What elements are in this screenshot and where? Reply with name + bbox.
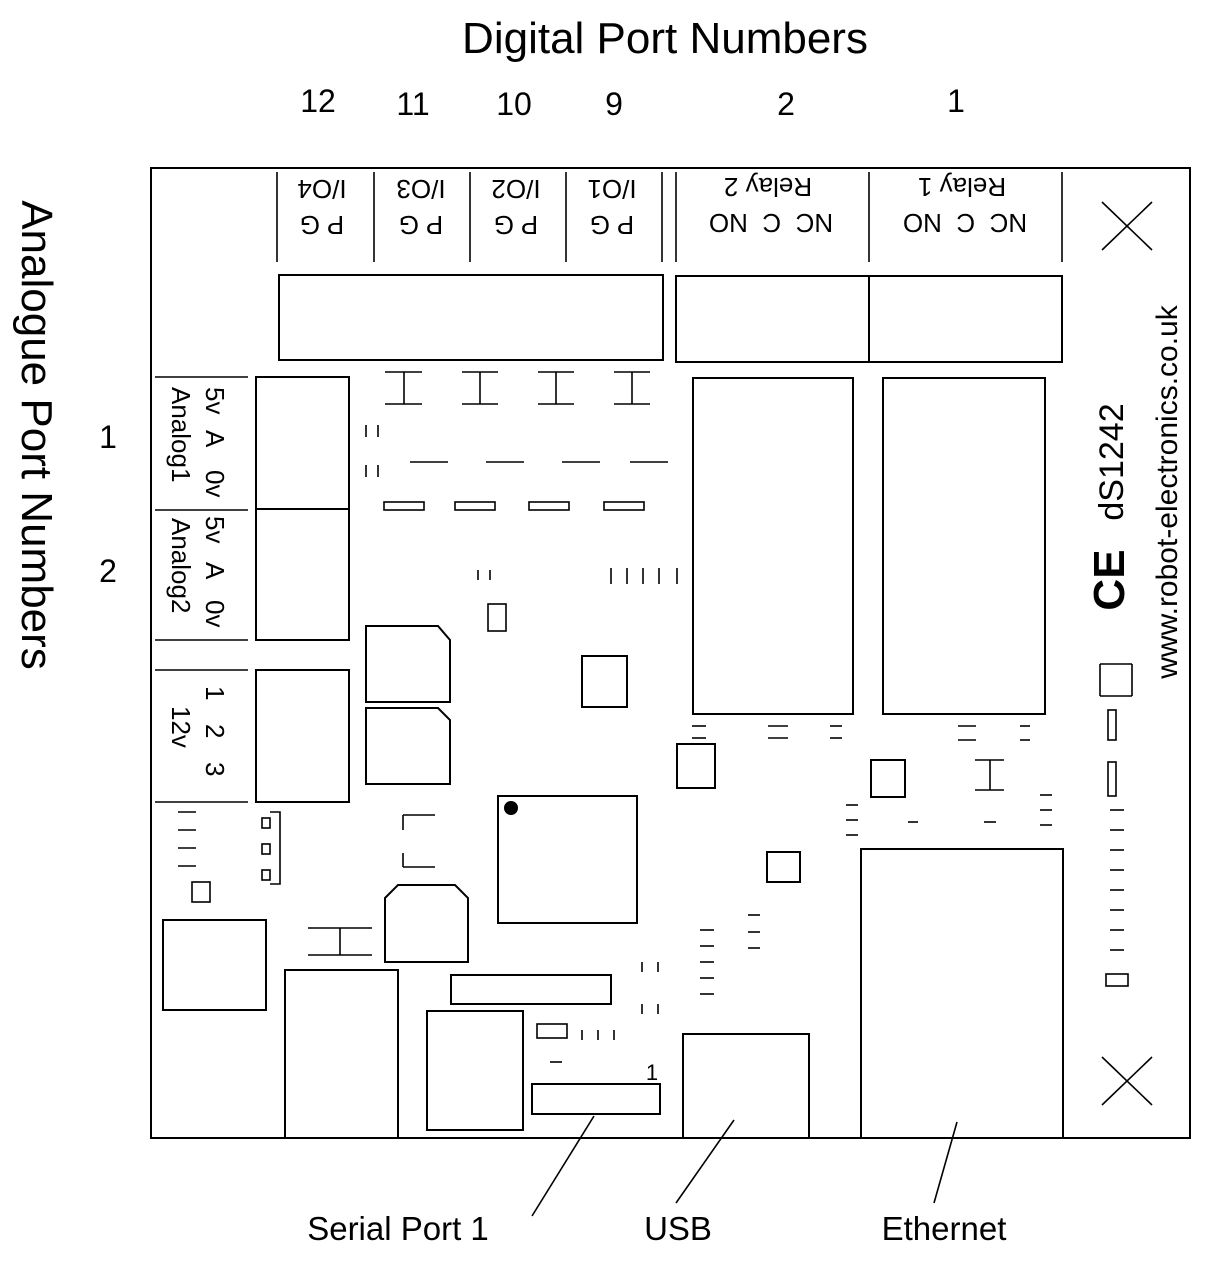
power-pin-3: 3 <box>200 762 230 776</box>
relay1-component <box>882 377 1046 715</box>
serial-leader-line <box>531 1115 595 1217</box>
digital-port-number-11: 11 <box>396 86 429 122</box>
io2-label: I/O2 <box>491 174 540 204</box>
digital-port-title: Digital Port Numbers <box>462 14 868 63</box>
digital-port-number-1: 1 <box>947 83 965 119</box>
io-terminal-labels: I/O4 P G I/O3 P G I/O2 P G I/O1 P G <box>297 174 636 240</box>
power-terminal-block <box>255 669 350 803</box>
misc-components <box>162 371 1052 1063</box>
io3-pins: P G <box>399 210 443 240</box>
io1-pins: P G <box>590 210 634 240</box>
model-text: dS1242 <box>1093 403 1131 520</box>
digital-port-number-10: 10 <box>496 86 532 122</box>
analog1-name: Analog1 <box>166 387 196 482</box>
website-text: www.robot-electronics.co.uk <box>1151 304 1184 679</box>
relay-terminal-labels: Relay 2 NC C NO Relay 1 NC C NO <box>709 172 1027 238</box>
analog2-pin-0v: 0v <box>200 600 230 627</box>
io1-label: I/O1 <box>587 174 636 204</box>
ethernet-label: Ethernet <box>882 1210 1007 1247</box>
power-pin-2: 2 <box>200 724 230 738</box>
digital-port-number-2: 2 <box>777 86 795 122</box>
digital-port-number-12: 12 <box>300 83 336 119</box>
mounting-hole-bottom <box>1101 1056 1153 1106</box>
usb-leader-line <box>675 1119 735 1204</box>
analogue-port-title: Analogue Port Numbers <box>12 200 61 670</box>
board-outline <box>150 167 1191 1139</box>
serial-port-connector <box>284 969 399 1139</box>
analog1-pin-a: A <box>200 430 230 448</box>
right-side-components <box>1099 663 1133 987</box>
ethernet-leader-line <box>933 1121 958 1204</box>
analog1-pin-5v: 5v <box>200 387 230 414</box>
relay2-pins: NC C NO <box>709 208 833 238</box>
analog2-name: Analog2 <box>166 518 196 613</box>
relay2-terminal-block <box>675 275 870 363</box>
power-name: 12v <box>166 706 196 748</box>
terminal-label-dividers <box>276 172 1063 262</box>
analog1-labels: 5v A 0v Analog1 <box>166 387 230 497</box>
analog2-pin-5v: 5v <box>200 516 230 543</box>
relay2-component <box>692 377 854 715</box>
left-terminal-dividers <box>155 376 248 803</box>
io3-label: I/O3 <box>396 174 445 204</box>
usb-connector <box>682 1033 810 1139</box>
mounting-hole-top <box>1101 201 1153 251</box>
power-pin-1: 1 <box>200 686 230 700</box>
io2-pins: P G <box>494 210 538 240</box>
ce-mark: CE <box>1085 549 1134 610</box>
io-terminal-block <box>278 274 664 361</box>
serial-port-label: Serial Port 1 <box>307 1210 489 1247</box>
analog1-pin-0v: 0v <box>200 470 230 497</box>
usb-label: USB <box>644 1210 712 1247</box>
microcontroller-chip <box>497 795 638 924</box>
analogue-port-number-1: 1 <box>99 419 117 455</box>
ethernet-connector <box>860 848 1064 1139</box>
pin1-dot <box>504 801 518 815</box>
io4-pins: P G <box>300 210 344 240</box>
io4-label: I/O4 <box>297 174 346 204</box>
relay1-terminal-block <box>868 275 1063 363</box>
relay1-pins: NC C NO <box>903 208 1027 238</box>
serial-header <box>531 1083 661 1115</box>
serial-header-pin1: 1 <box>646 1060 658 1085</box>
analogue-port-number-2: 2 <box>99 553 117 589</box>
analog2-pin-a: A <box>200 562 230 580</box>
relay1-label: Relay 1 <box>918 172 1006 202</box>
digital-port-number-9: 9 <box>605 86 623 122</box>
relay2-label: Relay 2 <box>724 172 812 202</box>
analog2-labels: 5v A 0v Analog2 <box>166 516 230 627</box>
serial-chip <box>426 1010 524 1131</box>
power-labels: 1 2 3 12v <box>166 686 230 776</box>
